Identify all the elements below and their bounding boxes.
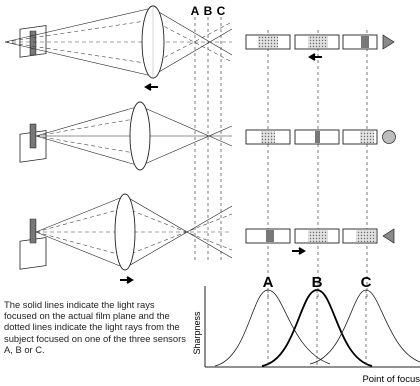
caption-text: The solid lines indicate the light rays … — [4, 299, 186, 355]
lens-shift-arrow-right — [120, 276, 134, 284]
lens-2 — [129, 101, 151, 171]
sensor-shift-arrow-right — [292, 247, 306, 255]
sensor-row-front-focus — [245, 34, 395, 61]
sensor-row-back-focus — [245, 228, 395, 255]
plane-label-b: B — [204, 4, 213, 18]
plane-label-a: A — [191, 4, 200, 18]
marker-circle-icon — [382, 130, 396, 144]
plane-label-c: C — [217, 4, 226, 18]
peak-label-a: A — [263, 274, 274, 291]
sensor-panel — [245, 30, 396, 300]
curve-c — [309, 289, 420, 365]
lens-3 — [114, 193, 136, 271]
curve-a — [214, 289, 331, 367]
optics-row-in-focus — [19, 101, 233, 171]
sensor-shift-arrow-left — [308, 53, 322, 61]
optics-row-front-focus — [4, 5, 233, 91]
peak-label-b: B — [312, 274, 323, 291]
x-axis-label: Point of focus — [362, 374, 420, 385]
optics-row-back-focus — [19, 193, 233, 284]
focal-plane-lines — [194, 17, 222, 262]
subject-object-stripes — [29, 30, 37, 56]
marker-triangle-right-icon — [382, 34, 395, 50]
y-axis-label: Sharpness — [192, 311, 202, 355]
peak-label-c: C — [361, 274, 372, 291]
marker-triangle-left-icon — [382, 228, 395, 244]
sensor-row-in-focus — [245, 129, 396, 145]
lens-shift-arrow-left — [144, 83, 158, 91]
sharpness-plot: Sharpness Point of focus A B C — [192, 274, 420, 385]
